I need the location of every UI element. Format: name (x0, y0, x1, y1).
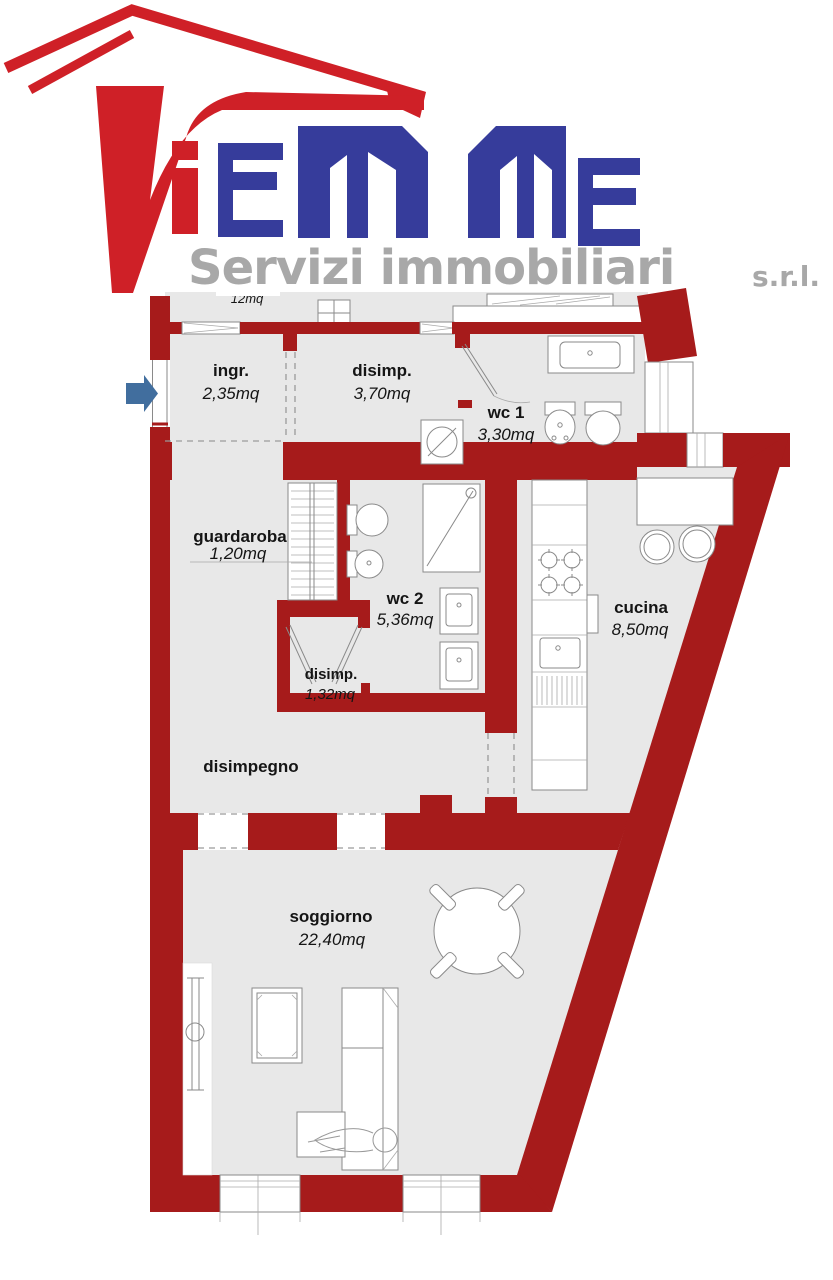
dashed-openings (165, 352, 515, 849)
wc2-fixtures (346, 483, 481, 690)
wall-div-2 (248, 813, 337, 850)
brand-suffix: s.r.l. (752, 260, 820, 293)
label-guardaroba: guardaroba (193, 527, 287, 546)
brand-v (96, 86, 424, 293)
area-cucina: 8,50mq (612, 620, 669, 639)
area-disimpegno2: 1,32mq (305, 686, 356, 703)
counter-dividers (532, 504, 587, 761)
roof-outer-line (3, 4, 426, 103)
area-ingresso: 2,35mq (202, 384, 260, 403)
brand-subtitle: Servizi immobiliari (188, 240, 674, 296)
hidden-room-furniture (317, 293, 648, 327)
wall-top-3 (464, 322, 645, 334)
walls (150, 288, 790, 1235)
label-disimpegno2: disimp. (305, 666, 358, 683)
sofa (341, 987, 399, 1171)
pot-1 (639, 529, 675, 565)
window-right (644, 361, 694, 434)
wall-middle-left-block (150, 442, 172, 480)
area-wc2: 5,36mq (377, 610, 434, 629)
soggiorno-furniture (182, 884, 525, 1176)
entrance-arrow-icon (126, 375, 158, 412)
wall-left-top (150, 296, 170, 360)
wc2-toilet (355, 503, 389, 537)
wall-left-bottom (150, 813, 183, 1212)
dish-drainer (536, 676, 583, 705)
room-labels: ingr. 2,35mq disimp. 3,70mq wc 1 3,30mq … (193, 283, 669, 949)
fixtures (182, 335, 734, 1176)
area-wc1: 3,30mq (478, 425, 535, 444)
boiler-circle (426, 426, 458, 458)
logo-overlap-mask (216, 283, 280, 296)
roof-inner-line (27, 30, 135, 94)
wall-div-3 (385, 813, 630, 850)
pot-2 (678, 525, 716, 563)
wc1-toilet (585, 410, 621, 446)
label-disimpegno: disimpegno (203, 757, 298, 776)
label-disimpegno1: disimp. (352, 361, 412, 380)
wall-topright-pier (637, 288, 697, 363)
wardrobe-hatch (291, 490, 334, 596)
window-hinge-a (240, 322, 252, 334)
wall-top-2 (252, 322, 420, 334)
brand-emme (218, 126, 640, 246)
oven-handle (586, 594, 599, 634)
stove-burners (538, 549, 583, 596)
shelf-items (491, 295, 611, 306)
wall-wc2-left (337, 480, 350, 600)
door-leaf-left (285, 624, 317, 685)
wc1-fixtures (461, 335, 635, 446)
disimp2-doors (277, 617, 370, 693)
area-guardaroba: 1,20mq (210, 544, 267, 563)
boiler (420, 419, 464, 465)
wall-wc2-bottom (277, 693, 517, 712)
entrance (126, 360, 170, 427)
wc1-door-jamb-bottom (458, 400, 472, 408)
wc2-bidet (354, 549, 384, 579)
window-sash-b (419, 321, 455, 335)
brand-i (172, 141, 198, 234)
person-figure (307, 1127, 398, 1153)
wall-top-1 (168, 322, 182, 334)
wall-cucina-left (485, 480, 517, 733)
shelf (486, 293, 614, 307)
chairs (429, 884, 525, 979)
door-leaf-right (331, 624, 363, 685)
area-disimpegno1: 3,70mq (354, 384, 411, 403)
armchair (251, 987, 303, 1064)
wardrobe-box (287, 482, 338, 601)
window-bottom-1 (219, 1174, 301, 1213)
wardrobe (190, 482, 338, 601)
window-hinge-b (452, 322, 464, 334)
wall-div-1 (150, 813, 198, 850)
label-soggiorno: soggiorno (289, 907, 372, 926)
wall-bottom (150, 1175, 552, 1212)
cucina-fixtures (531, 477, 734, 791)
window-cross (318, 300, 350, 326)
wc1-door-arc (493, 395, 531, 404)
area-soggiorno: 22,40mq (298, 930, 366, 949)
wall-stub (283, 334, 297, 351)
radiator (191, 977, 200, 1091)
wall-right-h1 (637, 433, 687, 467)
logo: Servizi immobiliari s.r.l. (3, 4, 820, 296)
wc1-door-leaf (461, 343, 498, 397)
wall-left-mid (150, 427, 170, 813)
wall-guardaroba-bottom (277, 600, 370, 617)
label-wc2: wc 2 (386, 589, 424, 608)
wall-diagonal (517, 433, 790, 1212)
wc1-door-jamb-top (455, 334, 470, 348)
label-wc1: wc 1 (487, 403, 525, 422)
wall-pillar (420, 795, 452, 813)
dining-table (433, 887, 521, 975)
kitchen-sink (539, 637, 581, 669)
window-bottom-2 (402, 1174, 481, 1213)
kitchen-table (636, 477, 734, 526)
window-sill-lines (219, 1175, 481, 1235)
label-ingresso: ingr. (213, 361, 249, 380)
label-cucina: cucina (614, 598, 668, 617)
entrance-door-gap (150, 360, 170, 427)
